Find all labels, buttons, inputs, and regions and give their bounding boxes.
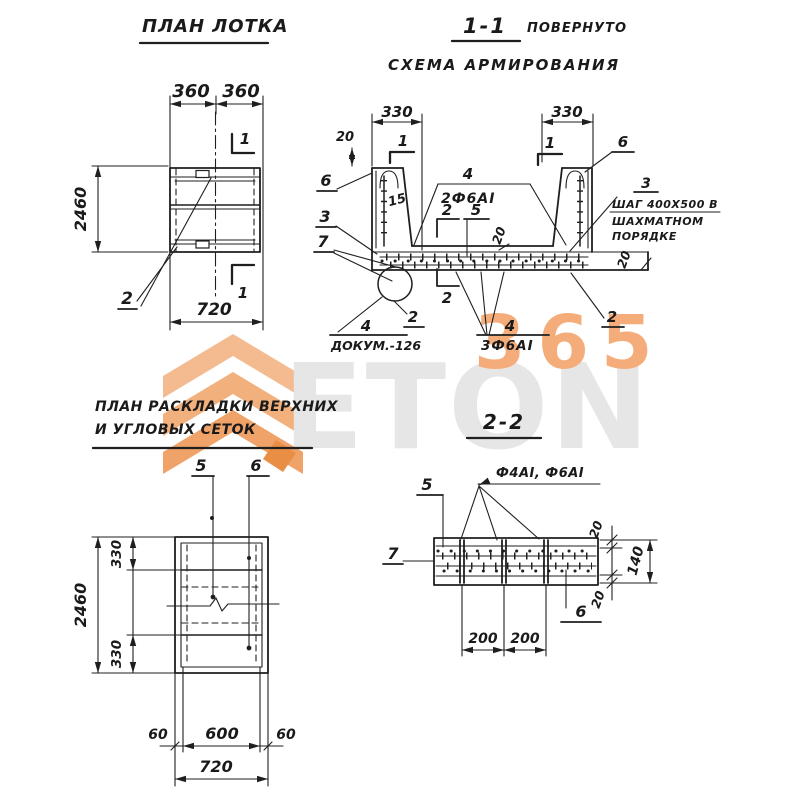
dim-2460: 2460 <box>71 583 90 628</box>
note-spacing-line3: ПОРЯДКЕ <box>612 230 677 243</box>
mesh-anchor-mark <box>195 240 210 249</box>
note-spacing-line1: ШАГ 400Х500 В <box>612 198 718 211</box>
watermark-number-text: 365 <box>474 300 665 386</box>
pos-label-2-left: 2 <box>408 308 418 326</box>
cut-mark-1-top: 1 <box>240 130 250 148</box>
callout-4-bottom-num: 4 <box>504 317 515 335</box>
dim-330-left: 330 <box>381 103 412 121</box>
dim-20-cover: 20 <box>336 130 354 145</box>
dim-330-bottom: 330 <box>109 640 125 668</box>
section-1-1-subtitle: СХЕМА АРМИРОВАНИЯ <box>388 56 620 74</box>
pos-label-5: 5 <box>195 456 206 475</box>
dim-2460: 2460 <box>71 187 90 232</box>
mesh-point <box>246 645 252 651</box>
callout-2f6ai: 2Ф6АI <box>441 191 495 207</box>
section-1-1-rotated-note: ПОВЕРНУТО <box>527 21 627 36</box>
dim-20-top: 20 <box>586 518 606 540</box>
pos-label-6: 6 <box>575 602 586 621</box>
cut-flag-2-upper: 2 <box>442 201 452 219</box>
section-2-2-view: 2-2 Ф4АI, Ф6АI 5 7 <box>382 410 658 657</box>
section-1-1-title: 1-1 <box>463 14 507 38</box>
detail-circle <box>377 266 413 302</box>
cut-flag-1-left: 1 <box>398 132 408 150</box>
callout-bar-types: Ф4АI, Ф6АI <box>496 466 584 481</box>
pos-label-7: 7 <box>387 544 399 563</box>
dim-200-right: 200 <box>510 631 539 647</box>
section-1-1-view: 1-1 ПОВЕРНУТО СХЕМА АРМИРОВАНИЯ 330 330 … <box>313 14 721 354</box>
dim-20-mid: 20 <box>489 224 509 246</box>
cut-flag-2-lower: 2 <box>442 289 452 307</box>
dim-330-right: 330 <box>551 103 582 121</box>
mesh-title-line2: И УГЛОВЫХ СЕТОК <box>95 422 256 438</box>
dim-720: 720 <box>199 757 232 776</box>
dim-20-bottom: 20 <box>588 588 608 610</box>
mesh-title-line1: ПЛАН РАСКЛАДКИ ВЕРХНИХ <box>95 399 339 415</box>
dim-360-left: 360 <box>172 81 210 102</box>
cut-flag-1-right: 1 <box>545 134 555 152</box>
dim-330-top: 330 <box>109 540 125 568</box>
dim-140: 140 <box>625 545 648 578</box>
pos-label-2: 2 <box>121 289 133 309</box>
dim-360-right: 360 <box>222 81 260 102</box>
callout-3f6ai: 3Ф6АI <box>481 338 534 354</box>
dim-600: 600 <box>205 724 238 743</box>
cut-mark-1-bottom: 1 <box>238 284 248 302</box>
beton-logo-icon <box>163 334 303 474</box>
section-2-2-title: 2-2 <box>483 410 525 434</box>
dim-720: 720 <box>196 300 232 320</box>
dim-60-left: 60 <box>148 727 168 743</box>
pos-label-5: 5 <box>421 475 432 494</box>
mesh-plan-view: ПЛАН РАСКЛАДКИ ВЕРХНИХ И УГЛОВЫХ СЕТОК 5… <box>71 399 339 787</box>
callout-doc-text: ДОКУМ.-126 <box>330 338 421 353</box>
dim-60-right: 60 <box>276 727 296 743</box>
dim-20-right: 20 <box>614 248 634 270</box>
callout-4-top-num: 4 <box>462 165 473 183</box>
pos-label-3-right: 3 <box>641 176 651 192</box>
dim-15: 15 <box>387 191 408 210</box>
pos-label-5: 5 <box>471 201 481 219</box>
dim-200-left: 200 <box>468 631 497 647</box>
watermark-brand-text: ETON <box>283 338 652 476</box>
note-spacing-line2: ШАХМАТНОМ <box>612 215 704 228</box>
callout-doc-num: 4 <box>360 317 371 335</box>
pos-label-3-left: 3 <box>319 207 330 226</box>
pos-label-7: 7 <box>317 232 329 251</box>
mesh-point <box>210 594 216 600</box>
pos-label-6-left: 6 <box>320 171 331 190</box>
mesh-anchor-mark <box>195 169 210 179</box>
mesh-point <box>210 516 214 520</box>
pos-label-2-right: 2 <box>607 308 617 326</box>
pos-label-6: 6 <box>250 456 261 475</box>
plan-lotka-view: ПЛАН ЛОТКА 360 360 1 <box>71 16 288 331</box>
mesh-point <box>247 556 251 560</box>
plan-title: ПЛАН ЛОТКА <box>142 16 288 37</box>
pos-label-6-right: 6 <box>618 133 628 151</box>
